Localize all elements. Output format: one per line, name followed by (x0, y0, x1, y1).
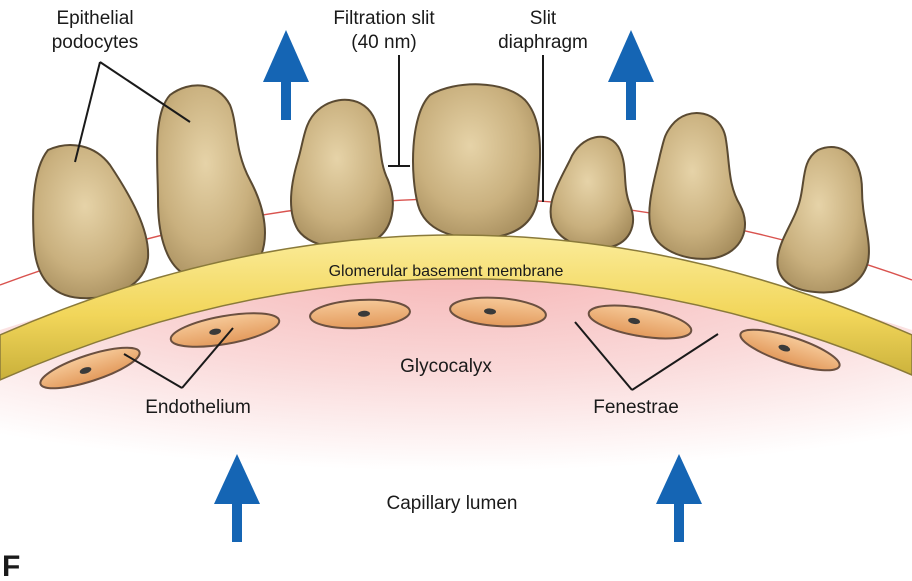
leader-line (181, 327, 234, 389)
endothelial-cell (587, 304, 693, 340)
leader-lines (74, 55, 719, 391)
endothelial-cell (169, 312, 281, 348)
up-arrow-icon (214, 454, 260, 542)
slit-diaphragm-label-line1: Slit (530, 8, 557, 29)
endothelial-cell (739, 328, 841, 372)
podocyte (412, 83, 542, 240)
podocyte (156, 84, 266, 282)
filtration-slit-label-line2: (40 nm) (351, 32, 416, 53)
leader-line (123, 353, 183, 389)
gbm-label: Glomerular basement membrane (329, 263, 564, 280)
leader-line (74, 61, 101, 163)
flow-arrows (214, 30, 702, 542)
endothelial-cell (39, 346, 141, 390)
podocytes (32, 83, 870, 300)
endothelium-label: Endothelium (145, 397, 251, 418)
leader-line (574, 321, 633, 391)
epithelial-podocytes-label-line1: Epithelial (56, 8, 133, 29)
endothelial-cell (449, 296, 547, 328)
endothelial-cell (309, 298, 411, 330)
leader-line (631, 333, 719, 391)
up-arrow-icon (263, 30, 309, 120)
podocyte (549, 135, 634, 250)
endothelial-cells (39, 296, 841, 390)
glomerular-basement-membrane (0, 234, 912, 381)
glycocalyx-label: Glycocalyx (400, 356, 492, 377)
filtration-slit-label-line1: Filtration slit (333, 8, 435, 29)
epithelial-podocytes-label-line2: podocytes (52, 32, 139, 53)
up-arrow-icon (608, 30, 654, 120)
capillary-lumen-label: Capillary lumen (387, 493, 518, 514)
podocyte (648, 112, 746, 260)
leader-line (99, 61, 191, 123)
podocyte (32, 144, 150, 300)
fenestrae-label: Fenestrae (593, 397, 679, 418)
slit-diaphragm-label-line2: diaphragm (498, 32, 588, 53)
podocyte (776, 145, 870, 294)
up-arrow-icon (656, 454, 702, 542)
podocyte (290, 98, 394, 249)
figure-caption: F (2, 550, 20, 576)
